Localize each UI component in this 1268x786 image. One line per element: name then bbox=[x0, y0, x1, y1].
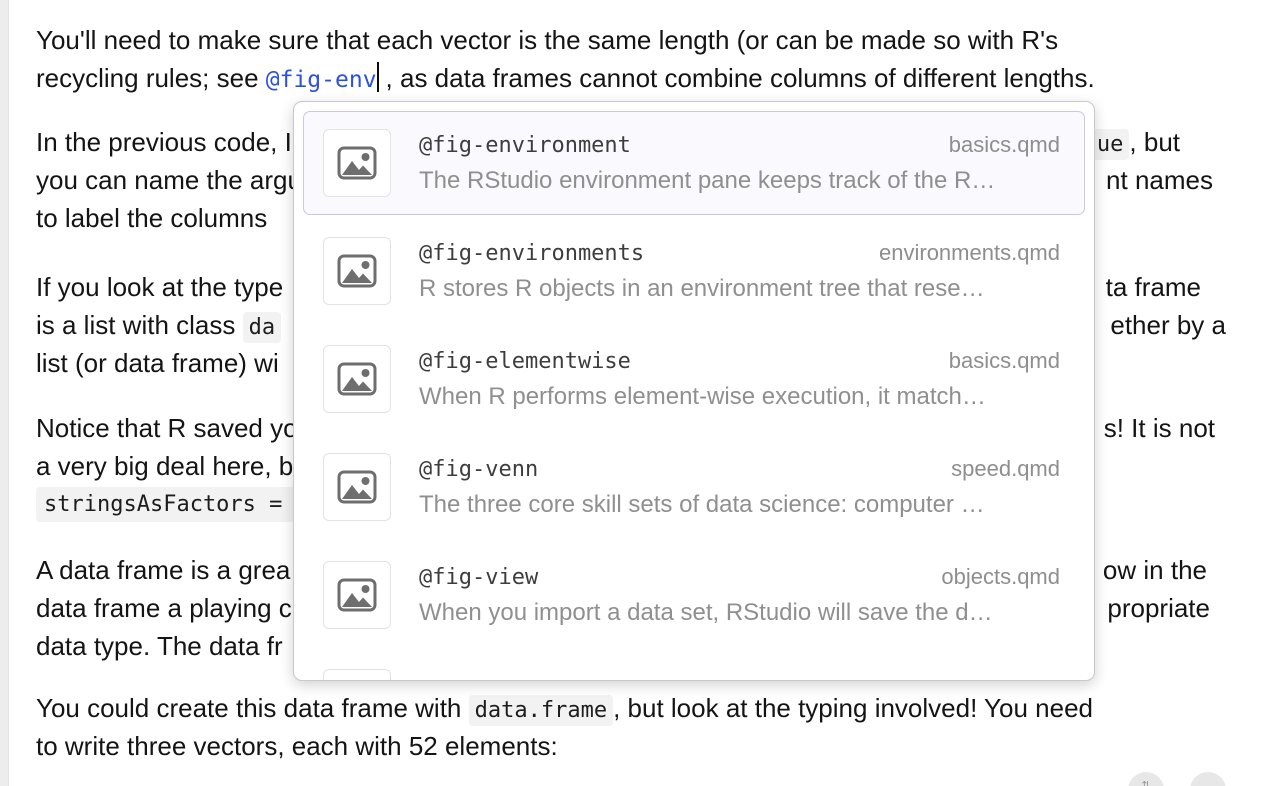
text-run: you can name the argu bbox=[36, 165, 302, 195]
inline-code: ue bbox=[1090, 129, 1130, 160]
scroll-arrows-icon: ⇅ bbox=[1141, 780, 1151, 786]
text-line[interactable]: recycling rules; see @fig-env , as data f… bbox=[36, 60, 1268, 98]
completion-description: The three core skill sets of data scienc… bbox=[419, 490, 985, 518]
text-line[interactable]: list (or data frame) wi bbox=[36, 345, 1268, 383]
text-run: propriate bbox=[1107, 593, 1210, 623]
text-run-right: s! It is not bbox=[1104, 410, 1215, 446]
image-icon bbox=[323, 237, 391, 305]
image-icon bbox=[323, 345, 391, 413]
page-edge-strip bbox=[0, 0, 9, 786]
text-line[interactable]: a very big deal here, b bbox=[36, 448, 1268, 486]
image-icon bbox=[323, 453, 391, 521]
scroll-down-button[interactable] bbox=[1190, 772, 1226, 786]
text-run: is a list with class bbox=[36, 310, 243, 340]
text-run: a very big deal here, b bbox=[36, 451, 294, 481]
completion-description: The RStudio environment pane keeps track… bbox=[419, 166, 996, 194]
image-icon bbox=[323, 561, 391, 629]
text-run: ether by a bbox=[1110, 310, 1226, 340]
text-run: to write three vectors, each with 52 ele… bbox=[36, 731, 558, 761]
text-run-right: ether by a bbox=[1110, 307, 1226, 343]
scroll-up-button[interactable]: ⇅ bbox=[1128, 772, 1164, 786]
completion-source-file: environments.qmd bbox=[879, 239, 1060, 265]
text-run-right: ue, but bbox=[1090, 124, 1180, 163]
text-line[interactable]: to label the columns bbox=[36, 200, 1268, 238]
image-icon bbox=[323, 129, 391, 197]
completion-label: @fig-view bbox=[419, 564, 539, 590]
completion-description: R stores R objects in an environment tre… bbox=[419, 274, 985, 302]
completion-description: When you import a data set, RStudio will… bbox=[419, 598, 993, 626]
completion-item[interactable]: @fig- bbox=[303, 651, 1085, 680]
text-line[interactable]: In the previous code, I ue, but bbox=[36, 124, 1268, 162]
completion-source-file: objects.qmd bbox=[941, 563, 1060, 589]
text-run: You'll need to make sure that each vecto… bbox=[36, 25, 1059, 55]
text-line[interactable]: You'll need to make sure that each vecto… bbox=[36, 22, 1268, 60]
text-cursor bbox=[376, 62, 379, 92]
text-run: data type. The data fr bbox=[36, 631, 283, 661]
text-line[interactable]: you can name the argu nt names bbox=[36, 162, 1268, 200]
text-run: list (or data frame) wi bbox=[36, 348, 279, 378]
completion-source-file: speed.qmd bbox=[951, 455, 1060, 481]
text-run: nt names bbox=[1106, 165, 1213, 195]
text-run: s! It is not bbox=[1103, 413, 1215, 443]
text-run: data frame a playing c bbox=[36, 593, 292, 623]
inline-code: data.frame bbox=[468, 695, 614, 726]
text-line[interactable]: data type. The data fr bbox=[36, 628, 1268, 666]
text-line[interactable]: to write three vectors, each with 52 ele… bbox=[36, 728, 1268, 766]
text-run: to label the columns bbox=[36, 203, 268, 233]
completion-description: When R performs element-wise execution, … bbox=[419, 382, 986, 410]
completion-label: @fig-elementwise bbox=[419, 348, 631, 374]
text-line[interactable]: Notice that R saved yo s! It is not bbox=[36, 410, 1268, 448]
text-run-right: ta frame bbox=[1106, 269, 1201, 305]
text-run: , but look at the typing involved! You n… bbox=[613, 693, 1093, 723]
text-line[interactable]: You could create this data frame with da… bbox=[36, 690, 1268, 728]
text-line[interactable]: If you look at the type ta frame bbox=[36, 269, 1268, 307]
text-run-right: propriate bbox=[1107, 590, 1210, 626]
text-run: , as data frames cannot combine columns … bbox=[385, 63, 1095, 93]
text-run-right: nt names bbox=[1106, 162, 1213, 198]
text-run: Notice that R saved yo bbox=[36, 413, 298, 443]
text-line[interactable]: A data frame is a grea ow in the bbox=[36, 552, 1268, 590]
completion-item[interactable]: @fig-environments environments.qmd R store… bbox=[303, 219, 1085, 323]
text-run: ow in the bbox=[1102, 555, 1207, 585]
text-run: You could create this data frame with bbox=[36, 693, 469, 723]
completion-label: @fig-environment bbox=[419, 132, 631, 158]
text-run: If you look at the type bbox=[36, 272, 284, 302]
image-icon bbox=[323, 669, 391, 680]
crossref-token: @fig-env bbox=[265, 67, 377, 93]
completion-label: @fig-venn bbox=[419, 456, 539, 482]
text-line[interactable]: is a list with class da ether by a bbox=[36, 307, 1268, 345]
completion-label: @fig-environments bbox=[419, 240, 645, 266]
completion-source-file: basics.qmd bbox=[948, 131, 1060, 157]
text-run: , but bbox=[1129, 127, 1180, 157]
completion-source-file: basics.qmd bbox=[948, 347, 1060, 373]
text-run: In the previous code, I bbox=[36, 127, 292, 157]
text-run: ta frame bbox=[1105, 272, 1201, 302]
text-run: A data frame is a grea bbox=[36, 555, 291, 585]
text-run: recycling rules; see bbox=[36, 63, 266, 93]
text-run-right: ow in the bbox=[1103, 552, 1207, 588]
inline-code: da bbox=[242, 312, 282, 343]
text-line[interactable]: data frame a playing c propriate bbox=[36, 590, 1268, 628]
completion-item-body: @fig-environments environments.qmd R store… bbox=[419, 240, 1060, 303]
inline-code: stringsAsFactors = FA bbox=[36, 487, 331, 522]
